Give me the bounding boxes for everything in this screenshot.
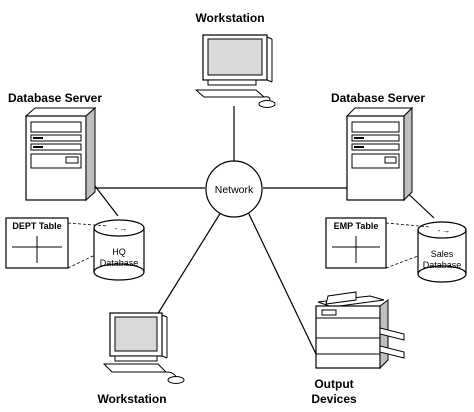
- workstation-icon: [194, 34, 276, 108]
- emp-table-links: [385, 222, 431, 269]
- network-hub: Network: [205, 160, 263, 218]
- db-server-left: Database Server DEPT Table - →: [5, 91, 145, 281]
- svg-text:- →: - →: [115, 224, 128, 233]
- output-devices-label-line2: Devices: [311, 392, 357, 406]
- link-server-left-database: [94, 185, 119, 217]
- db-server-left-label: Database Server: [8, 91, 102, 105]
- sales-database: - → Sales Database: [417, 221, 467, 283]
- workstation-icon: [102, 312, 185, 384]
- dept-table-label: DEPT Table: [12, 221, 61, 231]
- server-tower-icon: [345, 106, 414, 202]
- hq-database: - → HQ Database: [93, 219, 145, 281]
- svg-text:- →: - →: [438, 226, 451, 235]
- workstation-bottom-label: Workstation: [97, 392, 166, 406]
- network-label: Network: [215, 184, 254, 196]
- printer-icon: [315, 291, 405, 370]
- dept-table: DEPT Table: [5, 217, 69, 269]
- db-server-right-label: Database Server: [331, 91, 425, 105]
- server-tower-icon: [24, 106, 97, 202]
- sales-database-label-line1: Sales: [431, 249, 454, 259]
- hq-database-label-line1: HQ: [112, 247, 126, 257]
- emp-table: EMP Table: [325, 217, 387, 269]
- workstation-bottom: Workstation: [97, 312, 185, 406]
- emp-table-label: EMP Table: [334, 221, 379, 231]
- workstation-top: Workstation: [194, 11, 276, 108]
- sales-database-label-line2: Database: [423, 260, 462, 270]
- link-network-output-devices: [247, 211, 317, 355]
- dept-table-links: [67, 222, 109, 269]
- hq-database-label-line2: Database: [100, 258, 139, 268]
- output-devices: Output Devices: [311, 291, 405, 406]
- db-server-right: Database Server EMP Table - → S: [325, 91, 467, 283]
- workstation-top-label: Workstation: [195, 11, 264, 25]
- output-devices-label-line1: Output: [314, 377, 353, 391]
